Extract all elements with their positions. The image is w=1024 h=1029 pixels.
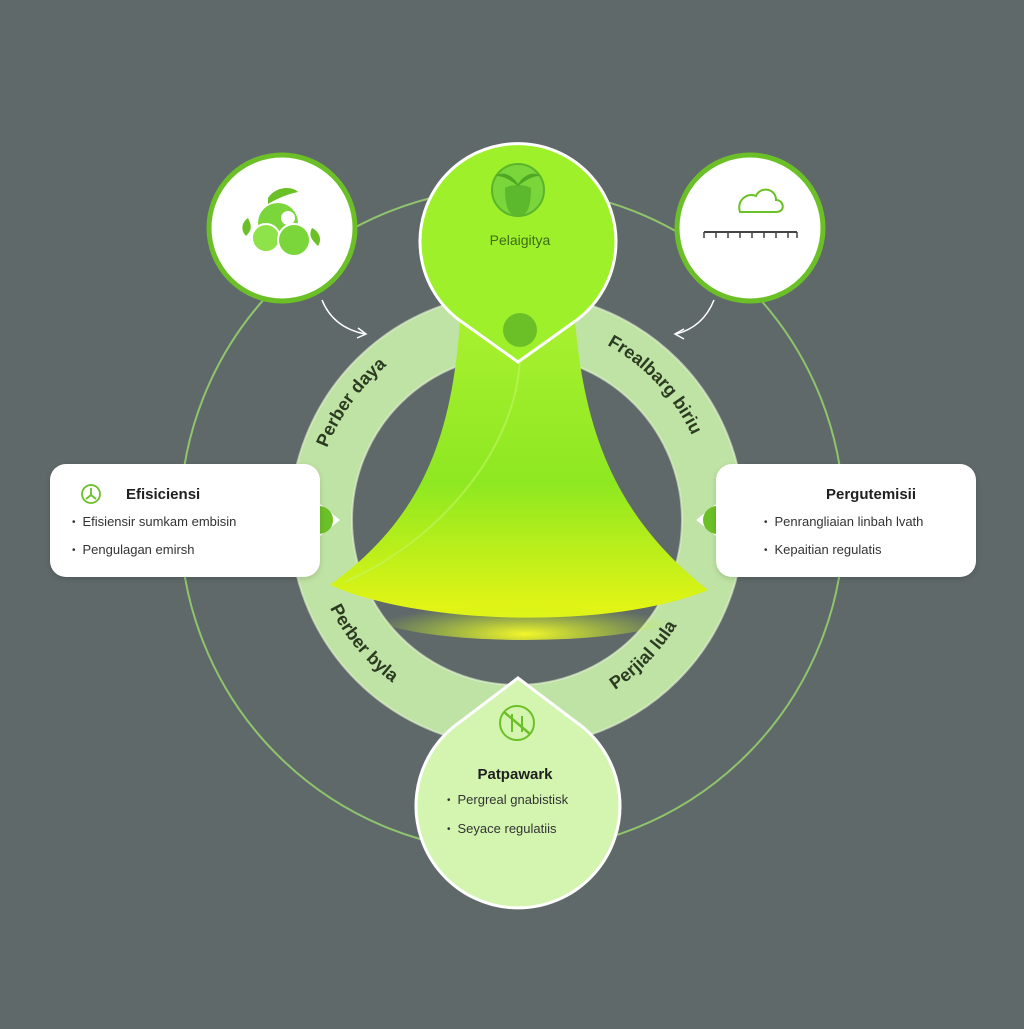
arrow-left	[321, 299, 366, 335]
efficiency-icon	[81, 484, 101, 504]
list-item: Efisiensir sumkam embisin	[72, 508, 237, 536]
cloud-water-icon	[703, 188, 798, 238]
satellite-right	[674, 152, 826, 304]
right-card-list: Penrangliaian linbah lvath Kepaitian reg…	[764, 508, 924, 564]
plant-pod-icon	[491, 163, 545, 217]
leaf-cluster-icon	[242, 188, 320, 257]
bottom-node-title: Patpawark	[477, 766, 553, 783]
list-item: Pengulagan emirsh	[72, 536, 236, 564]
left-card-title: Efisiciensi	[126, 486, 201, 503]
central-funnel	[330, 320, 708, 618]
left-card: Efisiciensi Efisiensir sumkam embisin Pe…	[50, 464, 320, 577]
list-item: Seyace regulatiis	[447, 815, 568, 844]
left-card-list: Efisiensir sumkam embisin Pengulagan emi…	[72, 508, 237, 564]
list-item: Pergreal gnabistisk	[447, 786, 569, 815]
list-item: Penrangliaian linbah lvath	[764, 508, 924, 536]
right-card-title: Pergutemisii	[825, 486, 916, 503]
center-node-label: Pelaigitya	[489, 232, 551, 248]
no-emission-icon	[499, 705, 535, 741]
right-card: Pergutemisii Penrangliaian linbah lvath …	[716, 464, 976, 577]
bottom-node-list: Pergreal gnabistisk Seyace regulatiis	[447, 786, 569, 844]
top-node	[418, 142, 618, 364]
arrow-right	[675, 299, 715, 335]
satellite-left	[206, 152, 358, 304]
list-item: Kepaitian regulatis	[764, 536, 923, 564]
top-node-dot	[503, 313, 537, 347]
